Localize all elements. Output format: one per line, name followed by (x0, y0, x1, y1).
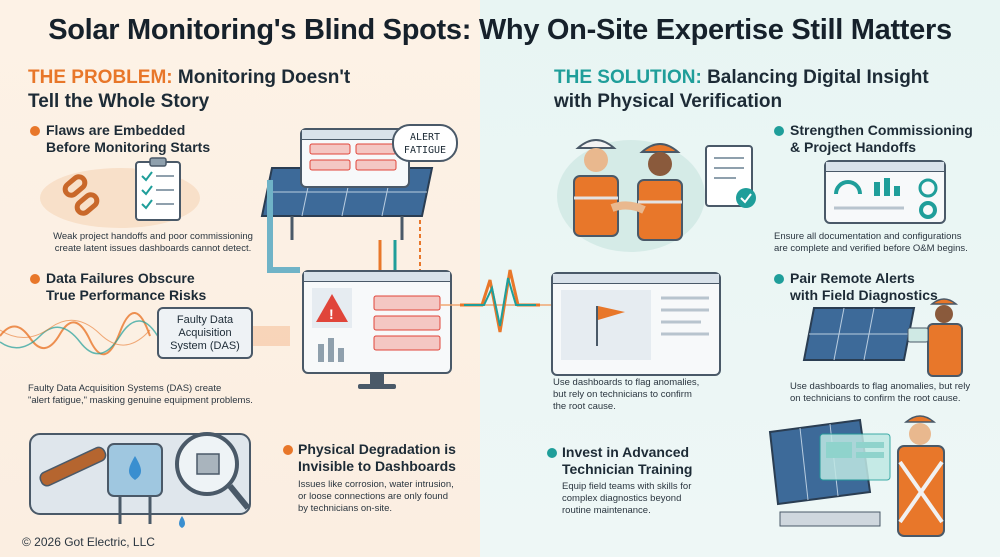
dashboard-widgets (834, 178, 938, 219)
solution-item-2-title-line1: Pair Remote Alerts (790, 270, 915, 286)
problem-item-3-desc-line2: or loose connections are only found (298, 491, 448, 502)
problem-item-3-desc-line3: by technicians on-site. (298, 503, 392, 514)
bullet-dot (774, 126, 784, 136)
solution-item-3-title-line1: Invest in Advanced (562, 444, 690, 460)
problem-item-3-title-line2: Invisible to Dashboards (298, 458, 456, 474)
alert-fatigue-bubble: ALERT FATIGUE (392, 124, 458, 162)
solution-item-3-desc-line3: routine maintenance. (562, 505, 651, 516)
problem-heading: THE PROBLEM: Monitoring Doesn't Tell the… (28, 66, 468, 114)
problem-item-3-desc: Issues like corrosion, water intrusion, … (298, 479, 498, 515)
monitor-titlebar (304, 272, 450, 282)
problem-item-3-title-line1: Physical Degradation is (298, 441, 456, 457)
solution-item-1-title-line1: Strengthen Commissioning (790, 122, 973, 138)
alert-rows (309, 143, 397, 171)
solution-heading: THE SOLUTION: Balancing Digital Insight … (554, 66, 994, 114)
handshake-technicians (557, 139, 705, 252)
solution-heading-line2: with Physical Verification (554, 91, 783, 112)
center-desc-line3: the root cause. (553, 401, 616, 412)
monitor-titlebar (553, 274, 719, 284)
problem-keyword: THE PROBLEM: (28, 67, 173, 88)
das-box-line3: System (DAS) (170, 340, 240, 352)
problem-item-2-title-line1: Data Failures Obscure (46, 270, 195, 286)
center-solution-desc: Use dashboards to flag anomalies, but re… (553, 377, 753, 413)
bullet-dot (547, 448, 557, 458)
problem-heading-line2: Tell the Whole Story (28, 91, 210, 112)
data-flow-arrows (267, 180, 421, 273)
problem-item-1-desc-line2: create latent issues dashboards cannot d… (54, 243, 252, 254)
solution-item-3-desc-line2: complex diagnostics beyond (562, 493, 682, 504)
page-title: Solar Monitoring's Blind Spots: Why On-S… (48, 14, 952, 46)
window-titlebar (302, 130, 408, 140)
corrosion-magnifier-illustration (29, 432, 251, 528)
bullet-dot (30, 126, 40, 136)
das-box-line2: Acquisition (178, 327, 232, 339)
problem-item-1-title-line1: Flaws are Embedded (46, 122, 186, 138)
dashboard-alerts: ! (312, 288, 441, 362)
document-icon (705, 145, 756, 208)
solution-item-1-desc-line1: Ensure all documentation and configurati… (774, 231, 962, 242)
problem-item-2-desc-line2: "alert fatigue," masking genuine equipme… (28, 395, 253, 406)
dashboard-titlebar (826, 162, 944, 172)
solution-item-2-title: Pair Remote Alerts with Field Diagnostic… (790, 270, 938, 304)
das-box: Faulty Data Acquisition System (DAS) (157, 307, 253, 359)
solution-item-2-desc: Use dashboards to flag anomalies, but re… (790, 381, 1000, 405)
solution-item-1-title-line2: & Project Handoffs (790, 139, 917, 155)
flag-dashboard-monitor (551, 272, 721, 376)
alert-bubble-line1: ALERT (409, 132, 441, 143)
commissioning-dashboard (824, 160, 946, 224)
copyright-footer: © 2026 Got Electric, LLC (22, 535, 155, 549)
solution-item-3-title: Invest in Advanced Technician Training (562, 444, 692, 478)
problem-item-2-desc-line1: Faulty Data Acquisition Systems (DAS) cr… (28, 383, 222, 394)
monitor-stand (358, 374, 396, 389)
solution-item-1-desc-line2: are complete and verified before O&M beg… (774, 243, 968, 254)
flag-widget (561, 290, 709, 360)
chain-checklist-illustration (40, 157, 200, 228)
solution-item-3-title-line2: Technician Training (562, 461, 693, 477)
bullet-dot (30, 274, 40, 284)
solution-keyword: THE SOLUTION: (554, 67, 702, 88)
noisy-signal-waves (0, 312, 290, 355)
problem-item-2-title-line2: True Performance Risks (46, 287, 207, 303)
solution-heading-line1: Balancing Digital Insight (707, 67, 929, 88)
das-box-line1: Faulty Data (176, 314, 234, 326)
problem-item-3-title: Physical Degradation is Invisible to Das… (298, 441, 456, 475)
alert-window (300, 128, 410, 188)
field-tech-solar-panel (802, 298, 963, 377)
heartbeat-pulse (440, 269, 560, 333)
solution-item-3-desc-line1: Equip field teams with skills for (562, 481, 692, 492)
problem-item-1-desc-line1: Weak project handoffs and poor commissio… (53, 231, 253, 242)
center-desc-line1: Use dashboards to flag anomalies, (553, 377, 700, 388)
das-box-label: Faulty Data Acquisition System (DAS) (159, 314, 251, 353)
solution-item-2-desc-line2: on technicians to confirm the root cause… (790, 393, 961, 404)
alert-bubble-line2: FATIGUE (403, 145, 447, 156)
technician-training-illustration (768, 415, 945, 537)
solution-item-3-desc: Equip field teams with skills for comple… (562, 481, 752, 517)
problem-item-2-desc: Faulty Data Acquisition Systems (DAS) cr… (28, 383, 308, 407)
center-desc-line2: but rely on technicians to confirm (553, 389, 692, 400)
solution-item-1-desc: Ensure all documentation and configurati… (774, 231, 994, 255)
solution-item-2-title-line2: with Field Diagnostics (790, 287, 938, 303)
central-dashboard-monitor: ! (302, 270, 452, 374)
bullet-dot (774, 274, 784, 284)
problem-item-2-title: Data Failures Obscure True Performance R… (46, 270, 206, 304)
problem-heading-line1: Monitoring Doesn't (177, 67, 351, 88)
problem-item-1-title-line2: Before Monitoring Starts (46, 139, 211, 155)
solution-item-1-title: Strengthen Commissioning & Project Hando… (790, 122, 973, 156)
problem-item-1-title: Flaws are Embedded Before Monitoring Sta… (46, 122, 210, 156)
solution-item-2-desc-line1: Use dashboards to flag anomalies, but re… (790, 381, 971, 392)
svg-text:!: ! (329, 306, 334, 322)
problem-item-1-desc: Weak project handoffs and poor commissio… (28, 231, 278, 255)
problem-item-3-desc-line1: Issues like corrosion, water intrusion, (298, 479, 454, 490)
bullet-dot (283, 445, 293, 455)
